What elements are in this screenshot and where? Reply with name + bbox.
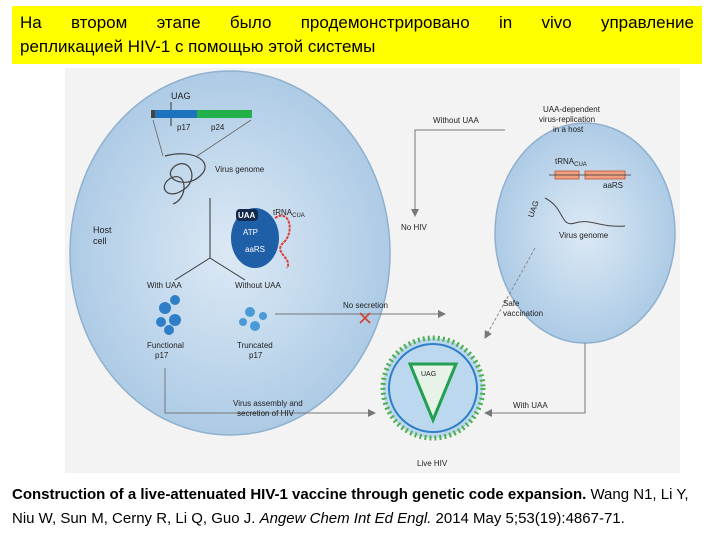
with-uaa-bottom-arrow (484, 343, 586, 417)
uaa-badge: UAA (238, 211, 256, 220)
host-cell (69, 70, 391, 436)
aars-right-label: aaRS (603, 181, 623, 190)
trna-right-label: tRNACUA (555, 157, 587, 168)
virus-genome-strand (163, 153, 206, 205)
safe-vaccination-line-2: vaccination (503, 309, 543, 318)
truncated-p17-sphere (259, 312, 267, 320)
atp-label: ATP (243, 228, 258, 237)
uag-virus-label: UAG (421, 371, 436, 378)
safe-vaccination-label: Safe vaccination (503, 299, 543, 318)
truncated-p17-sphere (245, 307, 255, 317)
live-hiv-envelope (388, 343, 478, 433)
with-uaa-bottom-label: With UAA (513, 401, 548, 410)
no-hiv-label: No HIV (401, 223, 427, 232)
functional-p17-sphere (164, 325, 174, 335)
without-uaa-top-label: Without UAA (433, 116, 479, 125)
caption-citation: 2014 May 5;53(19):4867-71. (435, 510, 625, 527)
functional-p17-line-2: p17 (155, 351, 169, 360)
diagram-figure: UAG p17 p24 Virus genome Host cell UAA A… (65, 68, 680, 473)
functional-p17-sphere (170, 295, 180, 305)
heading-word: втором (71, 13, 128, 32)
cross-mark-icon (359, 312, 371, 324)
truncated-p17-sphere (250, 321, 260, 331)
caption-authors: Wang N1, Li Y, Niu W, Sun M, Cerny R, Li… (12, 486, 689, 527)
branch-left (174, 257, 211, 281)
caption-journal: Angew Chem Int Ed Engl. (259, 510, 432, 527)
host-cell-label: Host cell (93, 225, 114, 246)
virus-genome-left-label: Virus genome (215, 165, 265, 174)
live-hiv-label: Live HIV (417, 459, 448, 468)
heading-word: было (229, 13, 272, 32)
uaa-dependent-line-2: virus-replication (539, 115, 595, 124)
functional-p17-label: Functional p17 (147, 341, 186, 360)
zoom-line (152, 119, 164, 157)
safe-vaccination-arrow (484, 247, 536, 339)
heading-word: управление (600, 13, 694, 32)
truncated-p17-line-2: p17 (249, 351, 263, 360)
p24-bar (197, 110, 252, 118)
virus-assembly-line-2: secretion of HIV (237, 409, 295, 418)
truncated-p17-line-1: Truncated (237, 341, 273, 350)
uaa-dependent-label: UAA-dependent virus-replication in a hos… (539, 105, 602, 134)
functional-p17-line-1: Functional (147, 341, 184, 350)
no-secretion-label: No secretion (343, 301, 388, 310)
host-cell-line-2: cell (93, 236, 107, 246)
uaa-dependent-line-3: in a host (553, 125, 584, 134)
aars-left-label: aaRS (245, 245, 265, 254)
heading-line-2: репликацией HIV-1 с помощью этой системы (20, 37, 376, 56)
truncated-p17-label: Truncated p17 (237, 341, 275, 360)
figure-caption: Construction of a live-attenuated HIV-1 … (12, 483, 712, 531)
trna-left-label: tRNACUA (273, 208, 305, 219)
branch-right (209, 257, 246, 281)
trna-left-strand (274, 214, 291, 269)
heading-word: продемонстрировано (300, 13, 470, 32)
functional-p17-sphere (169, 314, 181, 326)
heading-word: этапе (156, 13, 201, 32)
diagram-svg: UAG p17 p24 Virus genome Host cell UAA A… (69, 70, 676, 468)
heading-word: На (20, 13, 42, 32)
slide-heading: На втором этапе было продемонстрировано … (12, 6, 702, 64)
trna-right-main: tRNA (555, 157, 575, 166)
virus-assembly-line-1: Virus assembly and (233, 399, 303, 408)
virus-genome-right-label: Virus genome (559, 231, 609, 240)
functional-p17-sphere (159, 302, 171, 314)
p17-bar (155, 110, 197, 118)
uaa-dependent-line-1: UAA-dependent (543, 105, 601, 114)
heading-word: vivo (541, 13, 572, 32)
heading-word: in (498, 13, 513, 32)
truncated-p17-sphere (239, 318, 247, 326)
trna-left-sub: CUA (292, 213, 305, 219)
caption-title: Construction of a live-attenuated HIV-1 … (12, 486, 587, 503)
capsid-icon (407, 362, 459, 424)
with-uaa-left-label: With UAA (147, 281, 182, 290)
uaa-badge-bg (236, 209, 258, 221)
p24-label: p24 (211, 123, 225, 132)
p17-label: p17 (177, 123, 191, 132)
virus-genome-right-strand (544, 197, 626, 227)
virus-assembly-arrow (164, 368, 376, 417)
aars-left-enzyme (231, 208, 279, 268)
zoom-line (196, 119, 252, 157)
heading-line-1: На втором этапе было продемонстрировано … (20, 11, 694, 35)
without-uaa-top-arrow (411, 129, 505, 217)
safe-vaccination-line-1: Safe (503, 299, 520, 308)
trna-left-main: tRNA (273, 208, 293, 217)
functional-p17-sphere (156, 317, 166, 327)
virus-assembly-label: Virus assembly and secretion of HIV (233, 399, 305, 418)
uag-left-label: UAG (171, 91, 191, 101)
trna-right-sub: CUA (574, 162, 587, 168)
host-cell-line-1: Host (93, 225, 112, 235)
gene-bar-start (151, 110, 155, 118)
without-uaa-left-label: Without UAA (235, 281, 281, 290)
